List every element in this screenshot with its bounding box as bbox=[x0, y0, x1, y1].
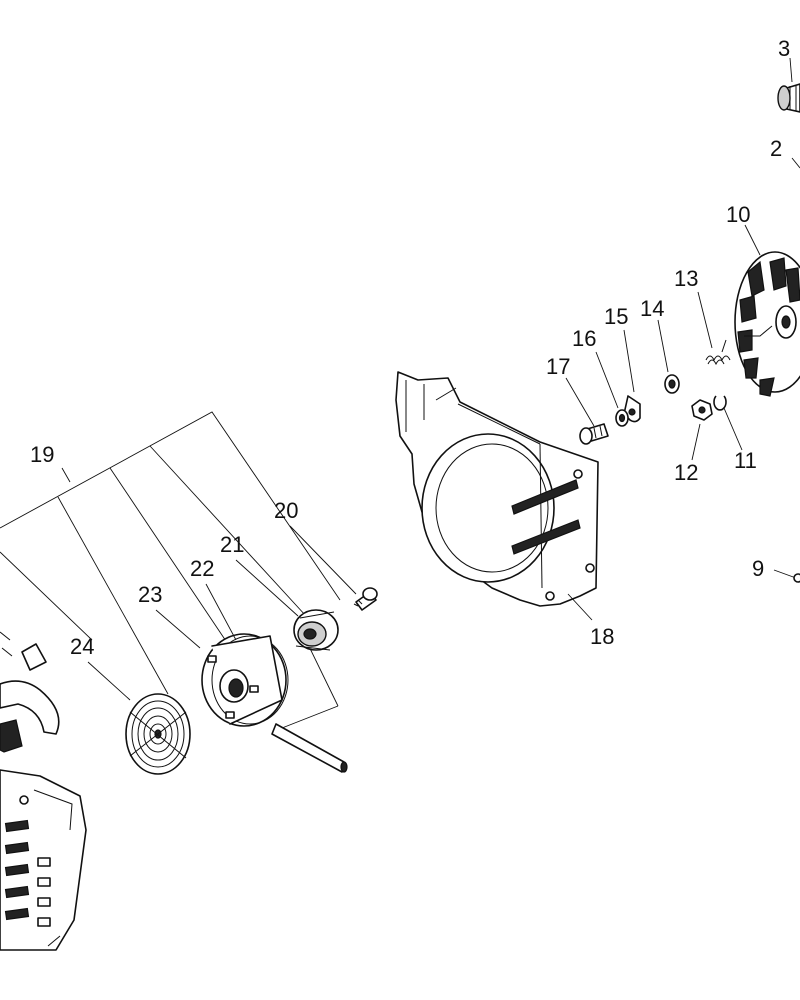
callout-15: 15 bbox=[604, 304, 628, 329]
callout-2: 2 bbox=[770, 136, 782, 161]
leader-12 bbox=[691, 423, 701, 461]
callout-19: 19 bbox=[30, 442, 54, 467]
leader-17 bbox=[565, 377, 595, 427]
part-3-spark-plug-cap bbox=[777, 83, 800, 113]
part-12-nut bbox=[691, 399, 713, 421]
leader-10 bbox=[744, 224, 761, 256]
callout-3: 3 bbox=[778, 36, 790, 61]
part-16-washer bbox=[615, 409, 629, 427]
callout-21: 21 bbox=[220, 532, 244, 557]
leader-3 bbox=[789, 57, 793, 83]
part-9-bolt-head bbox=[793, 573, 800, 583]
callout-12: 12 bbox=[674, 460, 698, 485]
part-17-bolt bbox=[579, 423, 609, 445]
callout-23: 23 bbox=[138, 582, 162, 607]
callout-13: 13 bbox=[674, 266, 698, 291]
leader-16 bbox=[595, 351, 619, 409]
callout-14: 14 bbox=[640, 296, 664, 321]
leader-2 bbox=[791, 157, 800, 169]
callout-17: 17 bbox=[546, 354, 570, 379]
callout-24: 24 bbox=[70, 634, 94, 659]
callout-11: 11 bbox=[734, 448, 757, 473]
part-24-starter-case bbox=[0, 631, 87, 951]
part-18-fan-housing bbox=[395, 371, 599, 607]
part-11-lock-washer bbox=[713, 395, 727, 411]
leader-18 bbox=[567, 593, 593, 621]
part-13-spring bbox=[705, 339, 731, 366]
callout-10: 10 bbox=[726, 202, 750, 227]
callout-16: 16 bbox=[572, 326, 596, 351]
part-14-washer bbox=[664, 374, 680, 394]
callout-18: 18 bbox=[590, 624, 614, 649]
leader-11 bbox=[723, 407, 743, 451]
leader-15 bbox=[623, 329, 635, 393]
part-10-flywheel bbox=[734, 251, 800, 397]
part-20-screw bbox=[353, 587, 378, 611]
leader-13 bbox=[697, 291, 713, 349]
leader-14 bbox=[657, 319, 669, 373]
callout-22: 22 bbox=[190, 556, 214, 581]
assembly-group-lines bbox=[0, 411, 341, 729]
part-23-recoil-spring bbox=[125, 693, 191, 775]
callout-9: 9 bbox=[752, 556, 764, 581]
leader-9 bbox=[773, 569, 797, 579]
callout-leaders bbox=[61, 467, 357, 701]
part-22-recoil-reel bbox=[201, 633, 348, 773]
part-21-pulley-hub bbox=[293, 609, 339, 651]
callout-20: 20 bbox=[274, 498, 298, 523]
